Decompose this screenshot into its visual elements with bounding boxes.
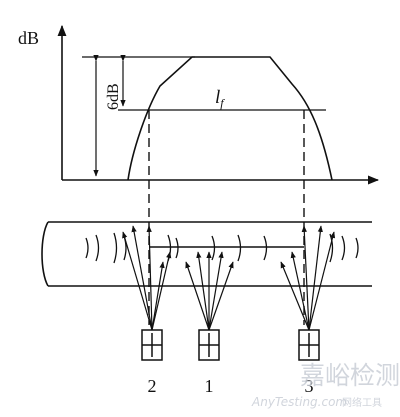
watermark-cn: 嘉峪检测网 [300,361,400,390]
probe-3 [298,329,320,361]
beam-rays [122,225,336,331]
amplitude-plot [57,24,380,185]
watermark-tag: 网络工具 [342,396,382,409]
drop-6db-label: 6dB [105,83,122,110]
projection-lines [148,110,305,325]
probe-1 [198,329,220,361]
watermark: 嘉峪检测网 AnyTesting.com 网络工具 [251,361,400,409]
probe-label-1: 1 [205,376,214,396]
watermark-en: AnyTesting.com [251,395,347,409]
echo-envelope-curve [127,56,333,181]
defect-length-label: lf [215,87,225,110]
probe-2 [141,329,163,361]
weld-section [41,221,372,287]
probe-label-3: 3 [305,376,314,396]
y-axis-label: dB [18,28,39,48]
probe-label-2: 2 [148,376,157,396]
weld-left-end [41,221,49,287]
